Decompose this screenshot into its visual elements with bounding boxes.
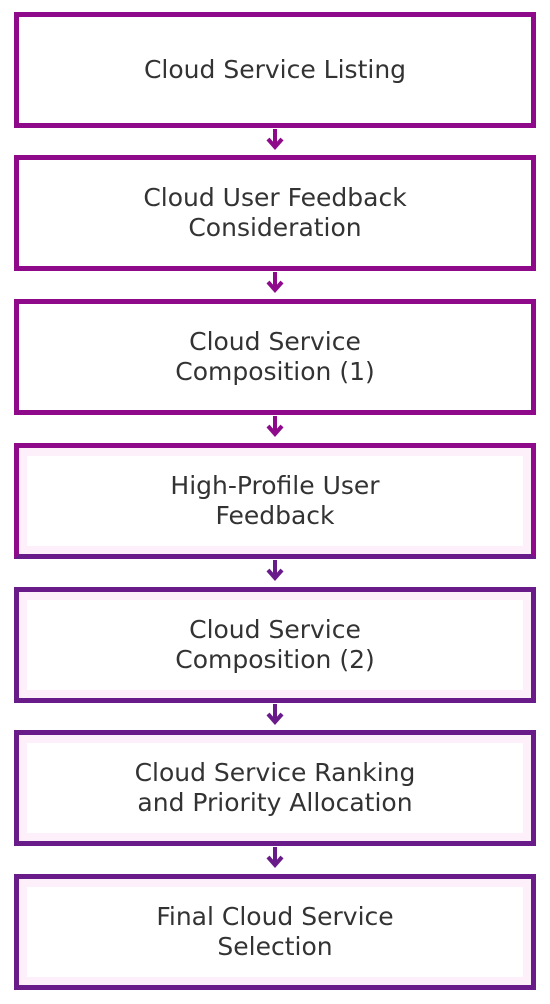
node-cloud-service-listing: Cloud Service Listing bbox=[14, 12, 536, 128]
arrow-svg bbox=[266, 847, 284, 869]
arrow-down-icon bbox=[265, 416, 285, 438]
arrow-svg bbox=[266, 129, 284, 151]
node-label: High-Profile User Feedback bbox=[170, 471, 380, 530]
node-high-profile-user-feedback: High-Profile User Feedback bbox=[14, 443, 536, 559]
node-cloud-service-composition-1: Cloud Service Composition (1) bbox=[14, 299, 536, 415]
arrow-down-icon bbox=[265, 704, 285, 726]
node-cloud-service-composition-2: Cloud Service Composition (2) bbox=[14, 587, 536, 703]
arrow-svg bbox=[266, 272, 284, 294]
node-label: Cloud Service Listing bbox=[143, 55, 407, 84]
node-label: Cloud Service Composition (1) bbox=[175, 327, 375, 386]
node-label: Cloud Service Ranking and Priority Alloc… bbox=[134, 758, 416, 817]
node-final-cloud-service-selection: Final Cloud Service Selection bbox=[14, 874, 536, 990]
arrow-down-icon bbox=[265, 847, 285, 869]
arrow-down-icon bbox=[265, 272, 285, 294]
arrow-svg bbox=[266, 560, 284, 582]
node-cloud-service-ranking-priority-allocation: Cloud Service Ranking and Priority Alloc… bbox=[14, 730, 536, 846]
arrow-svg bbox=[266, 704, 284, 726]
node-cloud-user-feedback-consideration: Cloud User Feedback Consideration bbox=[14, 155, 536, 271]
arrow-down-icon bbox=[265, 560, 285, 582]
arrow-down-icon bbox=[265, 129, 285, 151]
node-label: Final Cloud Service Selection bbox=[156, 902, 394, 961]
node-label: Cloud User Feedback Consideration bbox=[143, 183, 407, 242]
node-label: Cloud Service Composition (2) bbox=[175, 615, 375, 674]
arrow-svg bbox=[266, 416, 284, 438]
